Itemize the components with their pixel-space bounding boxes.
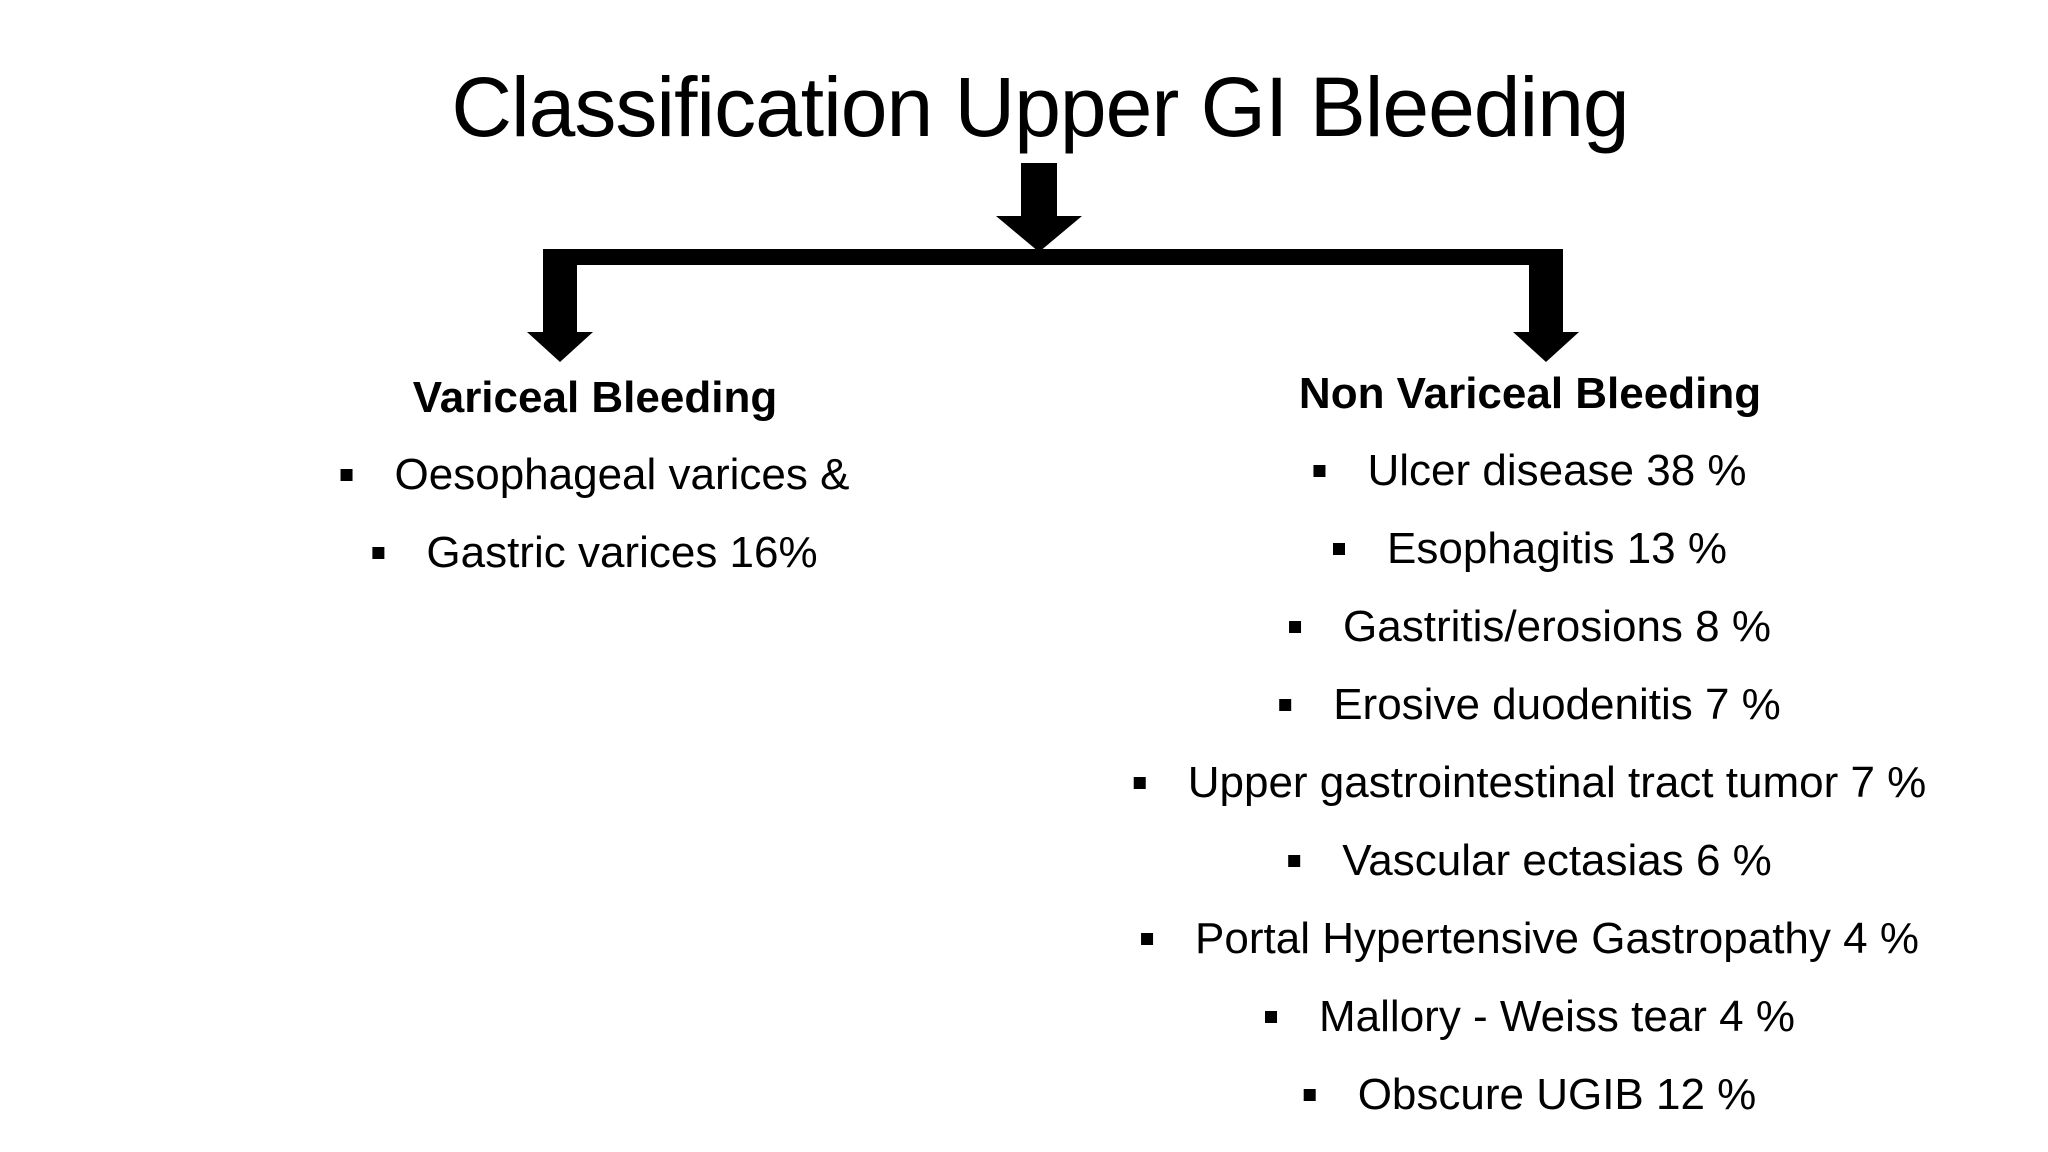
square-bullet-icon — [1313, 465, 1326, 477]
variceal-heading: Variceal Bleeding — [412, 373, 778, 422]
square-bullet-icon — [1288, 855, 1301, 867]
page-title: Classification Upper GI Bleeding — [451, 60, 1629, 154]
square-bullet-icon — [340, 469, 353, 481]
non-variceal-heading: Non Variceal Bleeding — [1298, 369, 1762, 418]
list-item-text: Gastritis/erosions 8 % — [1343, 602, 1771, 651]
left-arrow-head — [527, 332, 593, 362]
right-arrow-shaft — [1529, 249, 1563, 335]
list-item-text: Obscure UGIB 12 % — [1357, 1070, 1757, 1119]
list-item-text: Ulcer disease 38 % — [1367, 446, 1747, 495]
right-arrow-head — [1513, 332, 1579, 362]
horizontal-bar — [543, 249, 1563, 265]
list-item-text: Portal Hypertensive Gastropathy 4 % — [1195, 914, 1919, 963]
square-bullet-icon — [1133, 777, 1146, 789]
left-arrow-shaft — [543, 249, 577, 335]
list-item: Upper gastrointestinal tract tumor 7 % — [1133, 753, 1927, 813]
list-item-text: Erosive duodenitis 7 % — [1333, 680, 1781, 729]
list-item: Vascular ectasias 6 % — [1288, 831, 1772, 891]
list-item: Esophagitis 13 % — [1333, 519, 1727, 579]
list-item-text: Oesophageal varices & — [394, 450, 850, 499]
list-item: Portal Hypertensive Gastropathy 4 % — [1141, 909, 1919, 969]
list-item: Erosive duodenitis 7 % — [1279, 675, 1781, 735]
square-bullet-icon — [1333, 543, 1345, 555]
list-item: Gastritis/erosions 8 % — [1289, 597, 1771, 657]
list-item: Gastric varices 16% — [372, 523, 818, 583]
square-bullet-icon — [1141, 933, 1154, 945]
title-arrow-shaft — [1021, 163, 1057, 219]
list-item-text: Esophagitis 13 % — [1387, 524, 1727, 573]
square-bullet-icon — [1265, 1011, 1278, 1023]
title-arrow-head — [996, 216, 1082, 252]
list-item: Mallory - Weiss tear 4 % — [1265, 987, 1795, 1047]
list-item: Oesophageal varices & — [340, 445, 850, 505]
square-bullet-icon — [1279, 699, 1292, 711]
list-item: Ulcer disease 38 % — [1313, 441, 1747, 501]
list-item-text: Mallory - Weiss tear 4 % — [1319, 992, 1795, 1041]
square-bullet-icon — [1303, 1089, 1316, 1101]
list-item-text: Vascular ectasias 6 % — [1342, 836, 1772, 885]
list-item: Obscure UGIB 12 % — [1303, 1065, 1757, 1125]
list-item-text: Upper gastrointestinal tract tumor 7 % — [1187, 758, 1927, 807]
list-item-text: Gastric varices 16% — [426, 528, 818, 577]
square-bullet-icon — [372, 547, 385, 559]
square-bullet-icon — [1289, 621, 1302, 633]
